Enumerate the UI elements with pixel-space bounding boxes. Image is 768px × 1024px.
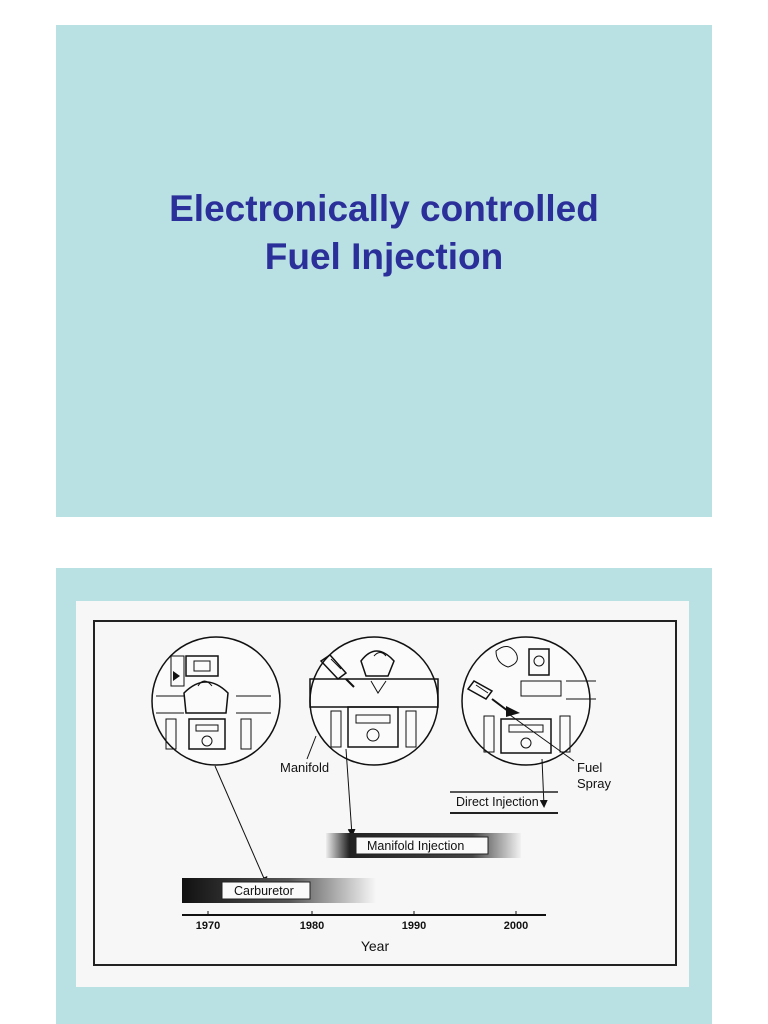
direct-injection-label: Direct Injection — [456, 795, 539, 809]
axis-label-year: Year — [361, 938, 390, 954]
manifold-injection-arrow — [345, 748, 356, 837]
slide-title: Electronically controlled Fuel Injection — [56, 185, 712, 281]
slide-title-line-2: Fuel Injection — [264, 236, 504, 277]
carburetor-engine-illustration — [151, 636, 281, 766]
carburetor-label: Carburetor — [234, 884, 294, 898]
fuel-spray-callout-line — [509, 714, 575, 762]
direct-injection-arrow — [539, 758, 548, 808]
carburetor-arrow — [214, 765, 268, 885]
fuel-system-evolution-diagram: Manifold Fuel Spray Direct Injection Man… — [93, 620, 677, 966]
tick-label-1980: 1980 — [300, 920, 324, 932]
manifold-injection-bar: Manifold Injection — [326, 833, 521, 858]
manifold-label: Manifold — [280, 760, 329, 775]
direct-injection-bar: Direct Injection — [450, 791, 558, 814]
title-slide: Electronically controlled Fuel Injection — [56, 25, 712, 517]
fuel-label: Fuel — [577, 760, 602, 775]
manifold-injection-engine-illustration — [309, 636, 439, 766]
manifold-callout-line — [306, 735, 317, 760]
tick-label-1990: 1990 — [402, 920, 426, 932]
tick-label-2000: 2000 — [504, 920, 528, 932]
manifold-injection-label: Manifold Injection — [367, 839, 464, 853]
carburetor-bar: Carburetor — [182, 878, 376, 903]
scanned-figure: Manifold Fuel Spray Direct Injection Man… — [76, 601, 689, 987]
figure-slide: Manifold Fuel Spray Direct Injection Man… — [56, 568, 712, 1024]
slide-title-line-1: Electronically controlled — [169, 188, 599, 229]
tick-label-1970: 1970 — [196, 920, 220, 932]
year-axis: 1970 1980 1990 2000 Year — [182, 911, 546, 954]
direct-injection-engine-illustration — [461, 636, 596, 766]
figure-frame — [93, 620, 677, 966]
spray-label: Spray — [577, 776, 611, 791]
